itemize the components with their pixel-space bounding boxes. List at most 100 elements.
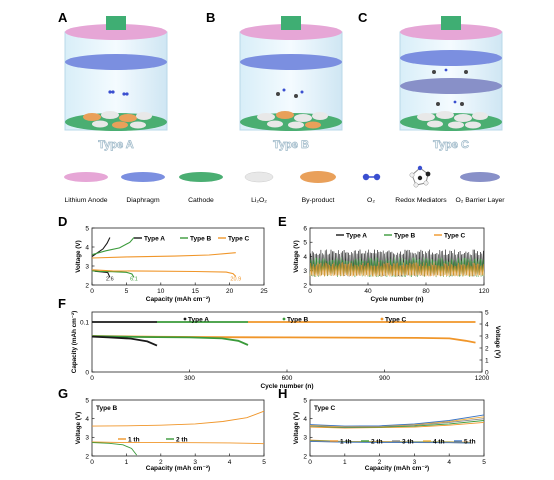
lithium-anode-disk [400,24,502,40]
diaphragm-disk [240,54,342,70]
x-tick-label: 3 [193,459,197,466]
legend-by-product: By-product [300,171,336,204]
x-tick-label: 4 [447,459,451,466]
series-3-discharge-line [91,269,237,277]
terminal-cap [441,16,461,30]
component-legend: Lithium Anode Diaphragm Cathode Li₂O₂ By… [64,165,505,204]
panel-label-b: B [206,10,215,25]
y-right-tick-label: 1 [485,357,489,364]
redox-mediator-molecules [432,68,468,106]
legend-type-c-label: Type C [444,232,465,239]
x-tick-label: 1 [125,459,129,466]
y-right-tick-label: 3 [485,333,489,340]
legend-label: O₂ [367,197,375,204]
diaphragm-disk [65,54,167,70]
x-tick-label: 2 [378,459,382,466]
legend-diaphragm: Diaphragm [121,172,165,204]
panel-label-d: D [58,214,67,229]
legend-cycle-2-label: 2 th [371,438,383,445]
series-2-charge-line [91,237,135,256]
x-tick-label: 600 [282,375,293,382]
legend-label: Diaphragm [126,197,160,204]
x-tick-label: 5 [262,459,266,466]
legend-label: Lithium Anode [64,197,107,204]
x-tick-label: 2 [159,459,163,466]
schematic-type-a: A Type A [58,10,168,151]
cathode-swatch [179,172,223,182]
series-2-voltage-line [91,335,249,346]
x-tick-label: 4 [228,459,232,466]
y-tick-label: 3 [303,435,307,442]
legend-marker [183,317,187,321]
legend-type-c-label: Type C [228,235,249,242]
cathode-deposits [257,111,328,129]
y-right-tick-label: 5 [485,309,489,316]
x-tick-label: 1200 [475,375,490,382]
y-tick-label: 0 [85,369,89,376]
capacity-annotation: 6.1 [130,276,138,282]
x-tick-label: 300 [184,375,195,382]
x-tick-label: 20 [226,288,234,295]
x-axis-label: Capacity (mAh cm⁻²) [365,465,429,472]
lithium-anode-disk [65,24,167,40]
capacity-annotation: 2.6 [106,276,114,282]
chart-title: Type B [96,405,117,412]
legend-o2-barrier-layer: O₂ Barrier Layer [455,172,505,204]
schematic-title-c: Type C [433,139,469,151]
x-tick-label: 0 [90,375,94,382]
x-tick-label: 0 [308,459,312,466]
y-tick-label: 2 [85,453,89,460]
terminal-cap [106,16,126,30]
redox-mediator-molecules [276,88,304,98]
legend-label: O₂ Barrier Layer [455,197,505,204]
cycle-5-discharge-line [309,440,471,444]
legend-label: Cathode [188,197,214,204]
legend-marker [282,317,286,321]
y-axis-label: Voltage (V) [75,412,82,444]
o2-barrier-swatch [460,172,500,182]
y-tick-label: 2 [303,453,307,460]
x-tick-label: 900 [379,375,390,382]
legend-type-a-label: Type A [346,232,367,239]
panel-label-f: F [58,296,66,311]
x-tick-label: 1 [343,459,347,466]
legend-type-b-label: Type B [394,232,415,239]
legend-marker [380,317,384,321]
legend-redox-mediators: Redox Mediators [395,165,447,204]
legend-o2: O₂ [362,173,381,204]
legend-type-b-label: Type B [190,235,211,242]
legend-li2o2: Li₂O₂ [244,171,274,204]
x-axis-label: Cycle number (n) [370,296,423,303]
x-axis-label: Capacity (mAh cm⁻²) [146,465,210,472]
y-tick-label: 5 [303,240,307,247]
y-right-tick-label: 4 [485,321,489,328]
y-tick-label: 5 [85,225,89,232]
plot-frame [91,399,265,457]
panel-label-c: C [358,10,368,25]
lithium-anode-disk [240,24,342,40]
legend-cycle-1-label: 1 th [128,436,140,443]
legend-label: Li₂O₂ [251,197,267,204]
legend-cathode: Cathode [179,172,223,204]
schematic-title-a: Type A [98,139,134,151]
cathode-deposits [417,111,488,129]
y-tick-label: 0.1 [80,319,89,326]
legend-cycle-1-label: 1 th [340,438,352,445]
y-axis-label: Voltage (V) [293,412,300,444]
y-right-tick-label: 0 [485,369,489,376]
capacity-annotation: 20.9 [230,276,241,282]
y-axis-label: Voltage (V) [293,240,300,272]
y-axis-label: Voltage (V) [75,240,82,272]
legend-cycle-2-label: 2 th [176,436,188,443]
x-tick-label: 0 [90,459,94,466]
cycle-1-charge-line [91,410,265,427]
